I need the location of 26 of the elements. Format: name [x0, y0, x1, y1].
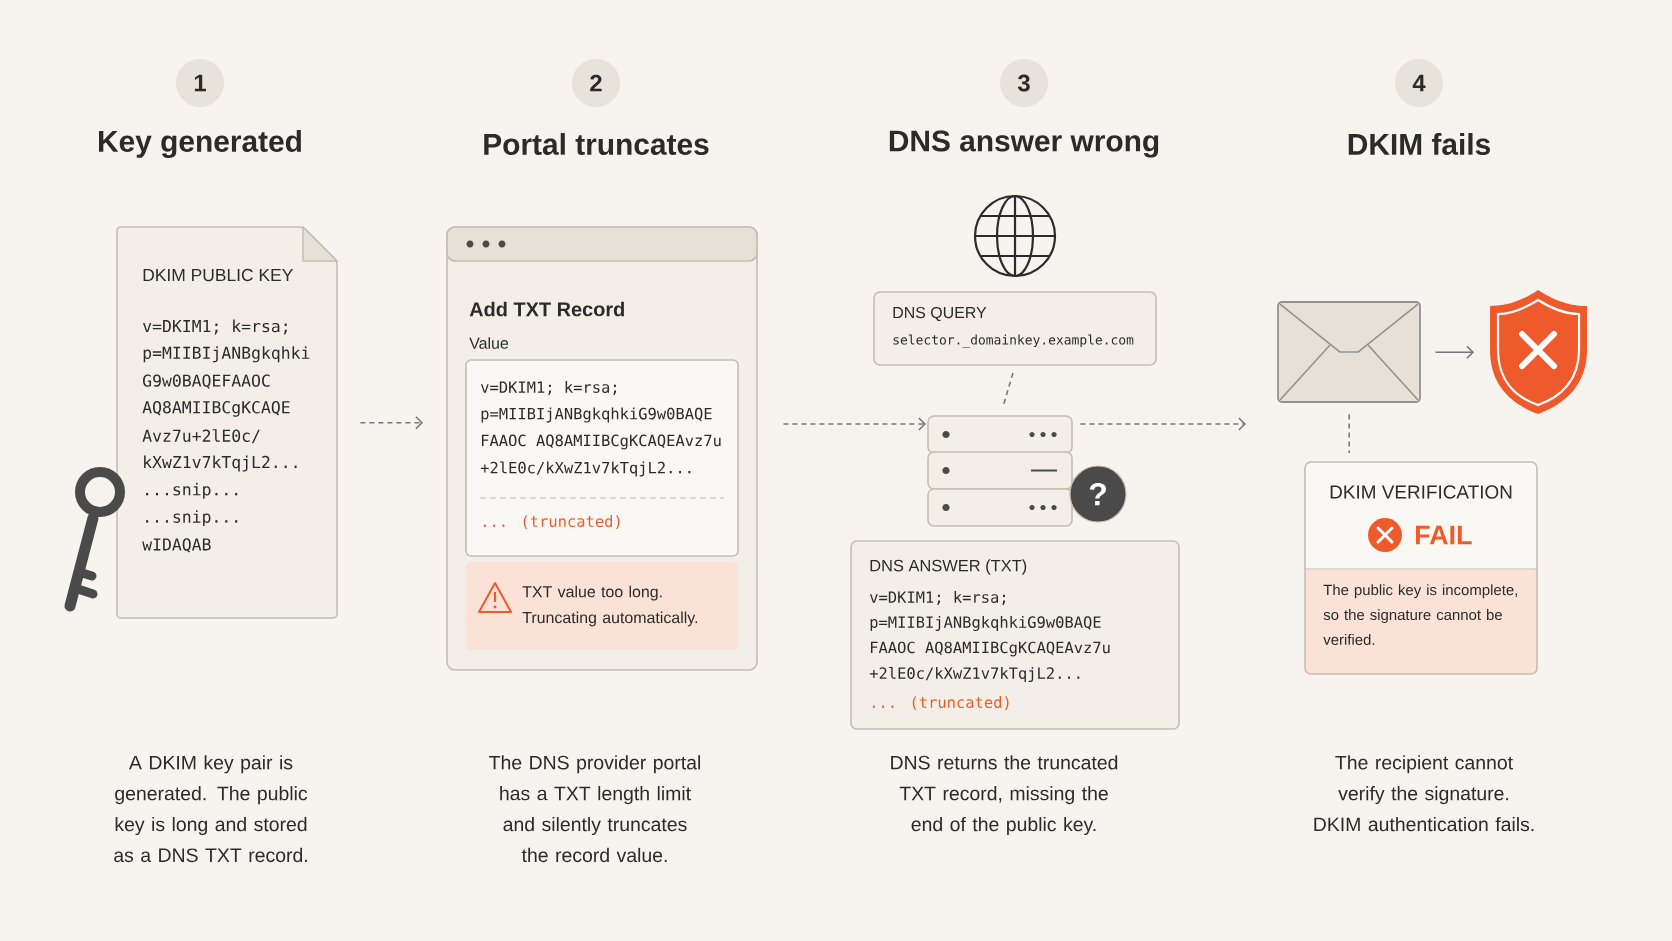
step-description: The DNS provider portal has a TXT length limit and silently truncates the record value. — [489, 755, 700, 863]
warning-box: TXT value too long. Truncating automatically. — [466, 562, 738, 650]
step-number: 2 — [572, 59, 620, 107]
arrow — [782, 417, 926, 431]
step-number: 1 — [176, 59, 224, 107]
step-heading: DKIM fails — [1348, 133, 1490, 155]
input-field: v=DKIM1; k=rsa; p=MIIBIjANBgkqhkiG9w0BAQE FAAOC AQ8AMIIBCgKCAQEAvz7u +2lE0c/kXwZ1v7kTqjL2... ... (truncated) — [465, 359, 739, 557]
leader-line — [1348, 413, 1350, 454]
step-heading: Key generated — [99, 130, 301, 158]
query-box: DNS QUERY selector._domainkey.example.com — [873, 291, 1157, 366]
answer-box: DNS ANSWER (TXT) v=DKIM1; k=rsa; p=MIIBIjANBgkqhkiG9w0BAQE FAAOC AQ8AMIIBCgKCAQEAvz7u +2lE0c/kXwZ1v7kTqjL2... ... (truncated) — [850, 540, 1180, 730]
node-label: ? — [1089, 482, 1106, 506]
step-description: A DKIM key pair is generated. The public key is long and stored as a DNS TXT record. — [114, 755, 308, 863]
shield-icon — [1490, 290, 1587, 414]
server: ? — [927, 415, 1127, 527]
step-heading: DNS answer wrong — [889, 130, 1159, 158]
verification-card: DKIM VERIFICATION FAIL The public key is incomplete, so the signature cannot be verified. — [1304, 461, 1538, 675]
step-description: DNS returns the truncated TXT record, missing the end of the public key. — [891, 755, 1118, 836]
envelope-icon — [1277, 301, 1421, 403]
step-heading: Portal truncates — [484, 133, 709, 155]
arrow — [359, 415, 423, 430]
step-description: The recipient cannot verify the signature. DKIM authentication fails. — [1314, 755, 1534, 832]
step-number: 3 — [1000, 59, 1048, 107]
arrow — [1079, 417, 1247, 431]
arrow — [1434, 345, 1475, 359]
step-number: 4 — [1395, 59, 1443, 107]
